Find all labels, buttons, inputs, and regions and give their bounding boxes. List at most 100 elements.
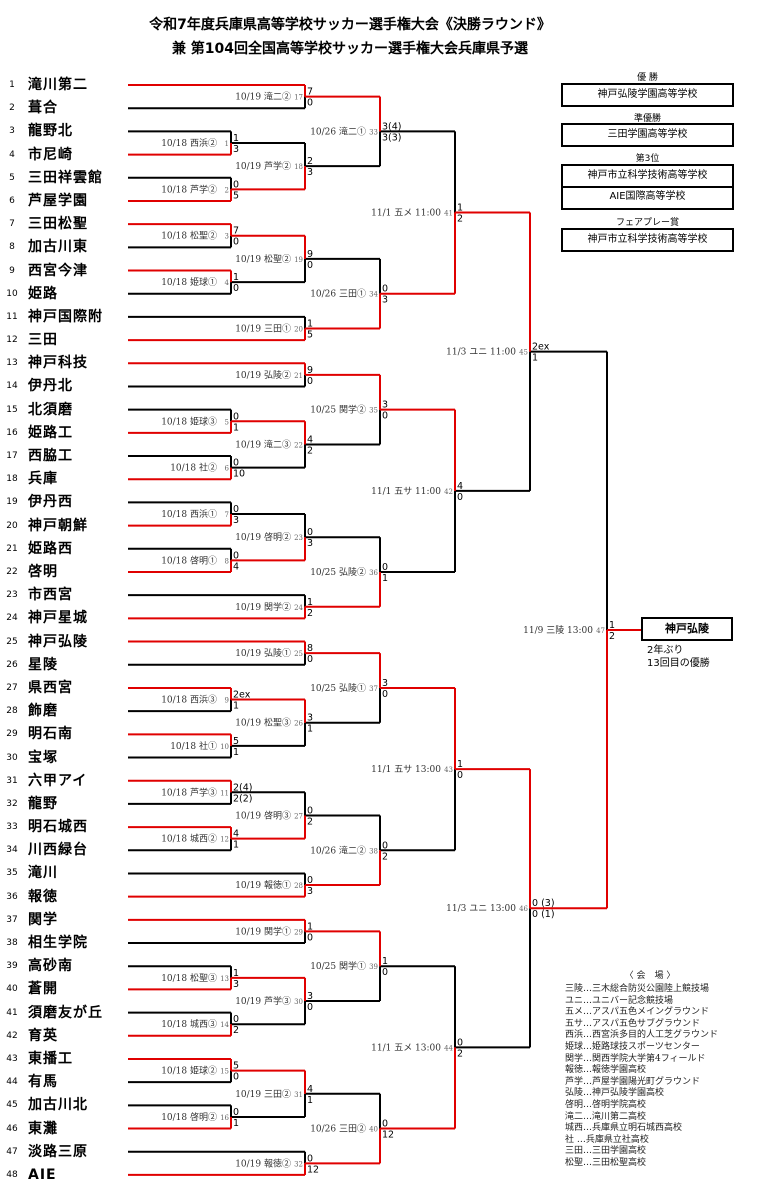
match-label: 10/19 弘陵① [235, 648, 291, 659]
match-label: 10/19 啓明② [235, 531, 291, 543]
score-bottom: 0 [307, 376, 313, 387]
award-third-box-1: 神戸市立科学技術高等学校 [561, 164, 734, 188]
score-bottom: 2 [382, 851, 388, 862]
venue-legend-line: 社 …兵庫県立社高校 [565, 1134, 649, 1145]
team-seed-number: 16 [6, 427, 18, 438]
match-number: 45 [519, 349, 528, 357]
score-bottom: 3 [233, 979, 239, 990]
match-number: 20 [294, 325, 303, 333]
match-label: 10/19 三田② [235, 1089, 291, 1100]
match-number: 12 [220, 836, 229, 844]
match-label: 10/19 三田① [235, 323, 291, 334]
award-winner-heading: 優 勝 [637, 73, 658, 83]
team-seed-number: 18 [6, 474, 18, 485]
score-bottom: 4 [233, 561, 239, 572]
team-seed-number: 45 [6, 1100, 18, 1111]
team-name: 神戸弘陵 [28, 633, 88, 650]
award-fairplay-heading: フェアプレー賞 [615, 218, 679, 228]
match-number: 43 [444, 766, 453, 774]
team-name: 市尼崎 [28, 146, 73, 163]
score-top: 2ex [532, 342, 550, 353]
score-top: 3 [382, 678, 388, 689]
team-name: 姫路工 [28, 424, 73, 441]
match-number: 8 [225, 557, 229, 565]
team-name: 加古川北 [28, 1097, 88, 1114]
match-number: 30 [294, 998, 303, 1006]
score-bottom: 2 [457, 214, 463, 225]
team-seed-number: 27 [6, 682, 18, 693]
match-label: 10/19 関学① [235, 925, 291, 937]
team-seed-number: 17 [6, 451, 18, 462]
team-name: 神戸星城 [28, 610, 88, 627]
match-number: 44 [444, 1044, 453, 1052]
score-bottom: 0 [233, 237, 239, 248]
match-number: 39 [369, 963, 378, 971]
score-top: 4 [307, 1084, 313, 1095]
page-subtitle: 兼 第104回全国高等学校サッカー選手権大会兵庫県予選 [171, 41, 529, 57]
score-bottom: 1 [233, 701, 239, 712]
match-label: 10/18 姫球② [161, 1065, 217, 1077]
match-number: 34 [369, 291, 378, 299]
team-seed-number: 13 [6, 358, 18, 369]
score-bottom: 3 [307, 167, 313, 178]
team-seed-number: 22 [6, 566, 18, 577]
team-name: 芦屋学園 [28, 192, 88, 209]
team-seed-number: 28 [6, 706, 18, 717]
match-label: 10/19 報徳① [235, 879, 291, 891]
score-bottom: 3 [233, 144, 239, 155]
match-number: 11 [220, 789, 229, 797]
award-runnerup-heading: 準優勝 [633, 114, 661, 124]
team-name: 高砂南 [28, 958, 73, 975]
team-name: 県西宮 [28, 679, 73, 696]
team-seed-number: 37 [6, 914, 18, 925]
score-top: 3 [307, 991, 313, 1002]
team-name: 明石城西 [28, 819, 88, 836]
team-name: 神戸国際附 [28, 308, 103, 325]
team-seed-number: 7 [9, 219, 15, 230]
team-name: 飾磨 [28, 703, 58, 720]
match-number: 13 [220, 975, 229, 983]
team-seed-number: 24 [6, 613, 18, 624]
match-label: 10/18 城西② [161, 834, 217, 845]
match-number: 40 [369, 1126, 378, 1134]
team-seed-number: 48 [6, 1169, 18, 1180]
score-top: 4 [233, 829, 239, 840]
match-number: 27 [294, 812, 303, 820]
match-label: 10/26 滝二② [310, 845, 366, 856]
score-bottom: 12 [382, 1130, 394, 1141]
match-label: 10/19 松聖② [235, 253, 291, 265]
score-top: 0 [233, 1107, 239, 1118]
score-bottom: 0 [307, 654, 313, 665]
team-name: 三田祥雲館 [28, 169, 103, 186]
team-seed-number: 43 [6, 1053, 18, 1064]
match-number: 3 [225, 233, 229, 241]
team-name: 姫路 [28, 285, 58, 302]
score-top: 1 [609, 620, 615, 631]
venue-legend-line: 姫球…姫路球技スポーツセンター [565, 1041, 700, 1052]
match-label: 10/18 西浜② [161, 138, 217, 149]
score-top: 2ex [233, 690, 251, 701]
match-number: 36 [369, 569, 378, 577]
team-row: 24 神戸星城 [0, 610, 130, 626]
match-label: 10/18 社① [170, 740, 217, 752]
team-seed-number: 25 [6, 636, 18, 647]
team-name: 宝塚 [28, 749, 58, 766]
score-top: 0 [233, 179, 239, 190]
team-seed-number: 26 [6, 659, 18, 670]
